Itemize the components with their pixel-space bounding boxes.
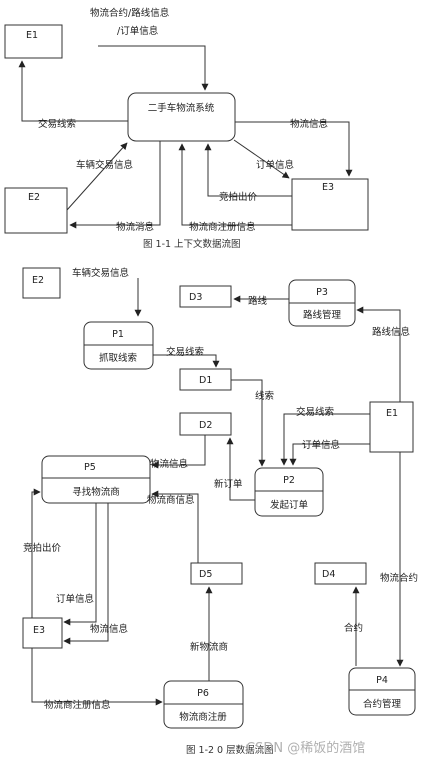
svg-text:路线管理: 路线管理 bbox=[303, 309, 342, 321]
flow-provider-info-arrow bbox=[151, 490, 199, 565]
svg-text:合约管理: 合约管理 bbox=[363, 698, 402, 710]
svg-text:D4: D4 bbox=[322, 569, 335, 580]
flow-logistics-contract-label: 物流合约 bbox=[380, 572, 418, 584]
flow-top-label-2: /订单信息 bbox=[117, 25, 158, 37]
flow-new-provider-label: 新物流商 bbox=[190, 641, 228, 653]
store-d3: D3 bbox=[179, 285, 232, 308]
svg-text:E1: E1 bbox=[26, 30, 38, 41]
svg-text:E2: E2 bbox=[28, 192, 40, 203]
process-p4: P4 合约管理 bbox=[348, 667, 416, 716]
svg-text:二手车物流系统: 二手车物流系统 bbox=[148, 102, 215, 114]
caption-2: 图 1-2 0 层数据流图 bbox=[186, 744, 274, 756]
flow-vehicle-trade-arrow bbox=[66, 142, 128, 211]
store-d5: D5 bbox=[190, 562, 243, 585]
flow-top-label-1: 物流合约/路线信息 bbox=[90, 7, 169, 19]
svg-text:D2: D2 bbox=[199, 420, 212, 431]
flow-bid-arrow bbox=[204, 143, 292, 197]
flow-logistics-info-arrow bbox=[235, 121, 353, 177]
flow-order-info-label-3: 订单信息 bbox=[56, 593, 94, 605]
flow-trade-clue-arrow-3 bbox=[280, 413, 370, 466]
flow-trade-clue-arrow-2 bbox=[153, 354, 220, 368]
flow-route-info-label: 路线信息 bbox=[372, 326, 410, 338]
flow-register-arrow-2 bbox=[31, 648, 163, 706]
flow-logistics-info-label-2: 物流信息 bbox=[150, 458, 188, 470]
flow-contract-label: 合约 bbox=[344, 622, 363, 634]
flow-order-info-label: 订单信息 bbox=[256, 159, 294, 171]
system-process: 二手车物流系统 bbox=[127, 92, 236, 142]
flow-logistics-msg-label: 物流消息 bbox=[116, 221, 154, 233]
flow-trade-clue-label-3: 交易线索 bbox=[296, 406, 334, 418]
svg-text:D5: D5 bbox=[199, 569, 212, 580]
process-p6: P6 物流商注册 bbox=[163, 680, 244, 729]
flow-trade-clue-label-2: 交易线索 bbox=[166, 346, 204, 358]
store-d2: D2 bbox=[179, 412, 232, 436]
flow-top-arrow bbox=[98, 45, 209, 91]
store-d4: D4 bbox=[314, 562, 367, 585]
flow-order-info-arrow bbox=[233, 139, 290, 179]
svg-text:E3: E3 bbox=[322, 182, 334, 193]
entity-e3-level0: E3 bbox=[22, 617, 63, 649]
svg-text:E1: E1 bbox=[386, 408, 398, 419]
flow-route-label: 路线 bbox=[248, 295, 268, 307]
svg-text:P4: P4 bbox=[376, 675, 388, 686]
svg-text:P3: P3 bbox=[316, 287, 328, 298]
svg-text:物流商注册: 物流商注册 bbox=[179, 711, 227, 723]
flow-vehicle-trade-label: 车辆交易信息 bbox=[76, 159, 133, 171]
flow-vehicle-trade-label-2: 车辆交易信息 bbox=[72, 267, 129, 279]
svg-text:D3: D3 bbox=[189, 292, 202, 303]
svg-text:E3: E3 bbox=[33, 625, 45, 636]
svg-text:P1: P1 bbox=[112, 329, 124, 340]
entity-e1-level0: E1 bbox=[369, 401, 414, 453]
svg-text:P2: P2 bbox=[283, 475, 295, 486]
process-p3: P3 路线管理 bbox=[288, 279, 356, 327]
svg-text:寻找物流商: 寻找物流商 bbox=[72, 486, 120, 498]
entity-e3: E3 bbox=[291, 178, 369, 231]
svg-text:E2: E2 bbox=[32, 275, 44, 286]
flow-order-info-label-2: 订单信息 bbox=[302, 439, 340, 451]
level0-diagram: E2 车辆交易信息 D3 P3 路线管理 路线 P1 抓取线索 交易线索 D1 bbox=[22, 267, 418, 756]
flow-trade-clue-label: 交易线索 bbox=[38, 118, 76, 130]
flow-new-order-label: 新订单 bbox=[214, 478, 243, 490]
svg-text:发起订单: 发起订单 bbox=[270, 499, 309, 511]
process-p1: P1 抓取线索 bbox=[83, 321, 154, 370]
flow-register-arrow bbox=[178, 143, 292, 226]
flow-register-label: 物流商注册信息 bbox=[189, 221, 256, 233]
flow-clue-arrow bbox=[231, 379, 266, 467]
flow-logistics-info-label: 物流信息 bbox=[290, 118, 328, 130]
store-d1: D1 bbox=[179, 368, 232, 391]
entity-e2: E2 bbox=[4, 187, 68, 234]
flow-bid-label-2: 竞拍出价 bbox=[23, 542, 62, 554]
flow-trade-clue-arrow bbox=[18, 60, 128, 122]
flow-new-order-arrow bbox=[226, 437, 255, 501]
caption-1: 图 1-1 上下文数据流图 bbox=[143, 238, 241, 250]
entity-e1: E1 bbox=[4, 24, 63, 59]
svg-text:P5: P5 bbox=[84, 462, 96, 473]
entity-e2-level0: E2 bbox=[22, 267, 61, 299]
context-diagram: E1 二手车物流系统 E2 E3 物流合约/路线信息 /订单信息 交易线索 车辆… bbox=[4, 7, 369, 250]
flow-logistics-info-arrow-3 bbox=[63, 503, 109, 645]
process-p5: P5 寻找物流商 bbox=[41, 455, 151, 504]
flow-logistics-info-label-3: 物流信息 bbox=[90, 623, 128, 635]
flow-order-info-arrow-2 bbox=[289, 443, 370, 466]
flow-route-info-arrow bbox=[356, 306, 401, 402]
flow-bid-arrow-2 bbox=[31, 488, 41, 618]
flow-register-label-2: 物流商注册信息 bbox=[44, 699, 111, 711]
flow-provider-info-label: 物流商信息 bbox=[147, 494, 195, 506]
watermark: CSDN @稀饭的酒馆 bbox=[246, 740, 365, 756]
flow-logistics-msg-arrow bbox=[69, 141, 161, 229]
svg-text:D1: D1 bbox=[199, 375, 212, 386]
flow-bid-label: 竞拍出价 bbox=[219, 191, 258, 203]
process-p2: P2 发起订单 bbox=[254, 467, 324, 517]
flow-order-info-arrow-3 bbox=[63, 503, 97, 626]
svg-text:抓取线索: 抓取线索 bbox=[99, 352, 137, 364]
flow-logistics-info-arrow-2 bbox=[151, 435, 206, 469]
svg-text:P6: P6 bbox=[197, 688, 209, 699]
flow-clue-label: 线索 bbox=[255, 390, 274, 402]
